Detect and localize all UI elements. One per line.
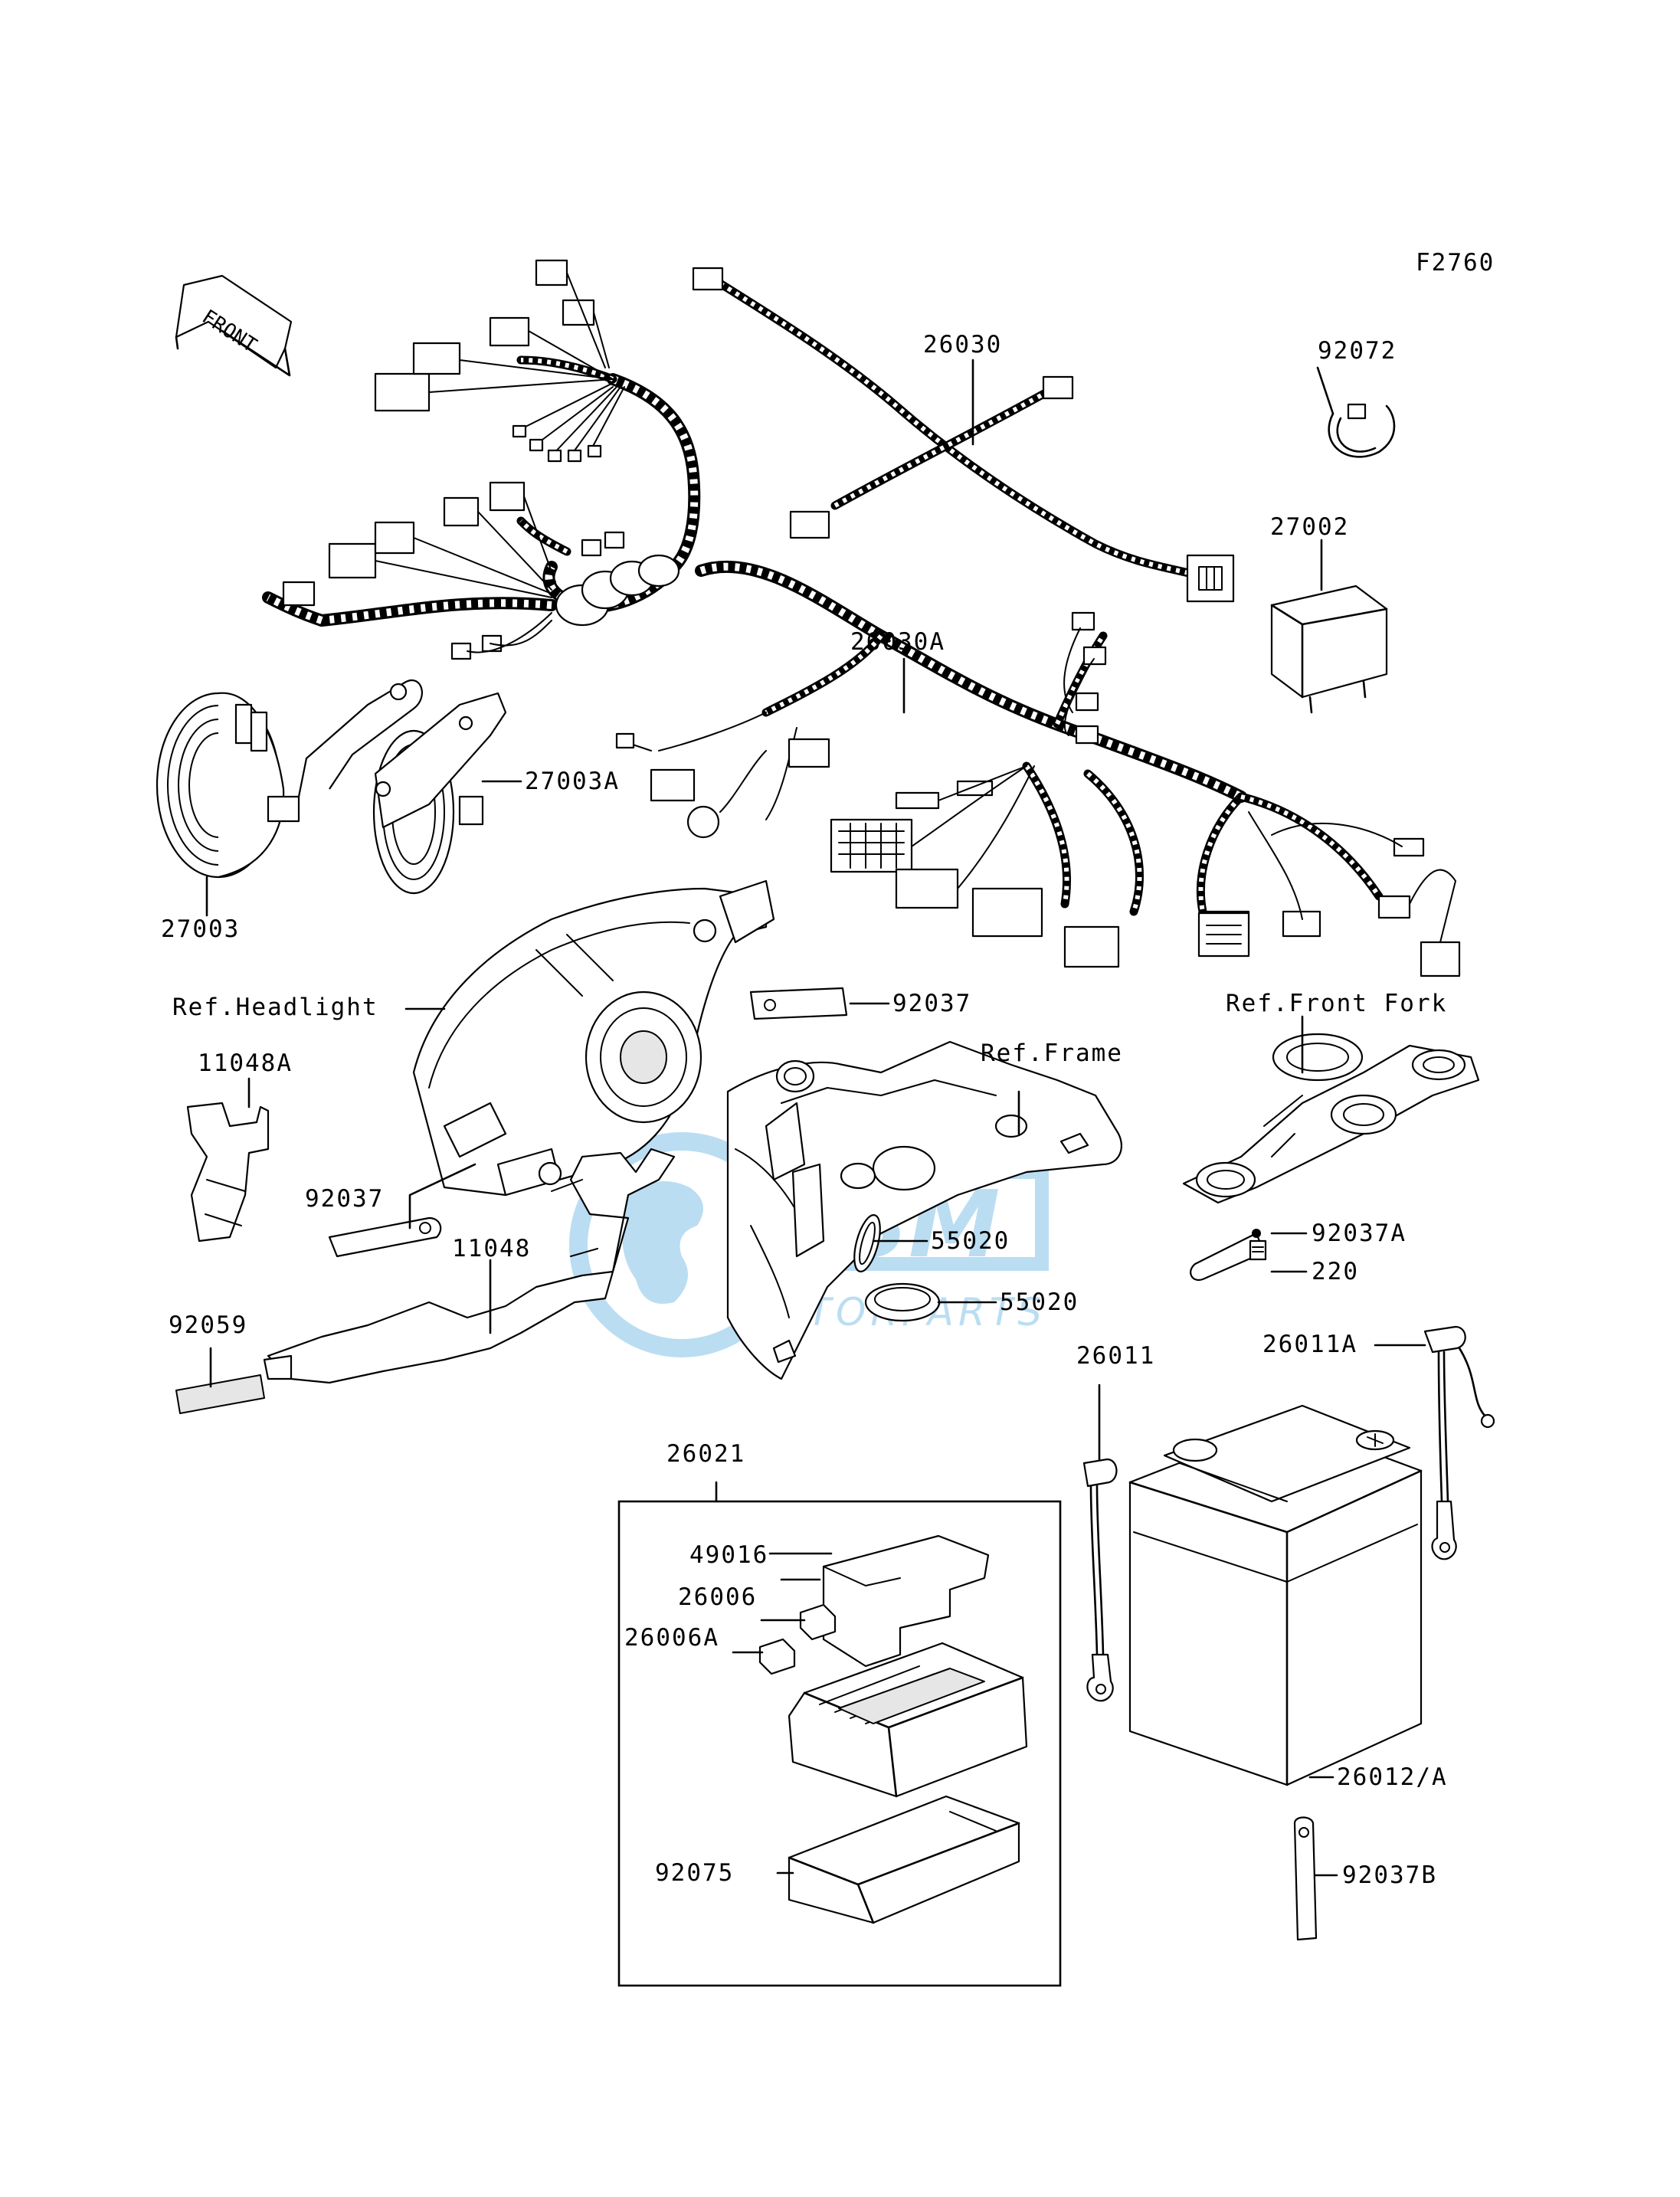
callout-ref-frame: Ref.Frame: [981, 1040, 1123, 1067]
figure-code: F2760: [1416, 249, 1495, 277]
front-fork-bracket: [1182, 1033, 1480, 1282]
bracket-11048: [263, 1148, 676, 1384]
fuse-26006: [799, 1603, 837, 1641]
plate-92037-left: [328, 1216, 442, 1258]
callout-27003: 27003: [161, 915, 240, 943]
leader-lines: [205, 359, 1426, 1877]
callout-55020-upper: 55020: [931, 1227, 1010, 1255]
fuse-box-case-92075: [788, 1795, 1020, 1924]
callout-26030: 26030: [923, 331, 1002, 359]
fuse-box-base: [788, 1642, 1028, 1798]
callout-26011A: 26011A: [1262, 1331, 1357, 1358]
battery-26012-A: [1128, 1404, 1423, 1786]
harness-connector-cluster-top: [374, 259, 625, 463]
callout-92037A: 92037A: [1312, 1220, 1407, 1247]
cable-band-92072: [1328, 403, 1396, 458]
callout-ref-headlight: Ref.Headlight: [172, 994, 378, 1021]
fuse-box-border: [617, 1500, 1062, 1987]
frame-section: [726, 1040, 1122, 1380]
horn-27003A: [372, 692, 507, 895]
callout-220: 220: [1312, 1258, 1359, 1285]
callout-26006A: 26006A: [624, 1624, 719, 1652]
callout-27002: 27002: [1270, 513, 1349, 541]
main-harness-26030A: [262, 259, 1461, 977]
sheet-92059: [175, 1374, 265, 1414]
callout-49016: 49016: [689, 1541, 768, 1569]
callout-92075: 92075: [655, 1859, 734, 1887]
callout-92072: 92072: [1318, 337, 1397, 365]
fuse-box-cover-49016: [822, 1534, 990, 1668]
callout-11048A: 11048A: [198, 1049, 293, 1077]
harness-connector-cluster-right: [615, 611, 1461, 977]
battery-cable-26011A: [1423, 1325, 1495, 1560]
callout-55020-lower: 55020: [1000, 1288, 1079, 1316]
callout-92037-left: 92037: [305, 1185, 384, 1213]
callout-26012A: 26012/A: [1337, 1763, 1448, 1791]
grommet-55020-lower: [864, 1282, 941, 1322]
callout-ref-front-fork: Ref.Front Fork: [1226, 990, 1447, 1017]
callout-26021: 26021: [666, 1440, 745, 1468]
sub-harness-26030: [692, 267, 1235, 603]
front-arrow-icon: FRONT: [175, 274, 293, 377]
callout-26030A: 26030A: [850, 628, 945, 656]
harness-connector-cluster-mid: [282, 481, 625, 660]
relay-27002: [1270, 584, 1388, 714]
grommet-55020-upper: [853, 1214, 881, 1272]
callout-92037-upper: 92037: [892, 990, 971, 1017]
horn-27003: [156, 679, 423, 879]
bracket-11048A: [186, 1102, 270, 1243]
headlight-housing: [412, 879, 775, 1197]
plate-92037-upper: [749, 987, 848, 1020]
plate-92037B: [1293, 1816, 1318, 1941]
callout-11048: 11048: [452, 1235, 531, 1262]
callout-27003A: 27003A: [525, 768, 620, 795]
callout-92037B: 92037B: [1342, 1861, 1437, 1889]
callout-26006: 26006: [678, 1583, 757, 1611]
callout-26011: 26011: [1076, 1342, 1155, 1370]
battery-cable-26011: [1082, 1458, 1118, 1702]
callout-92059: 92059: [169, 1311, 247, 1339]
fuse-26006A: [758, 1638, 796, 1675]
